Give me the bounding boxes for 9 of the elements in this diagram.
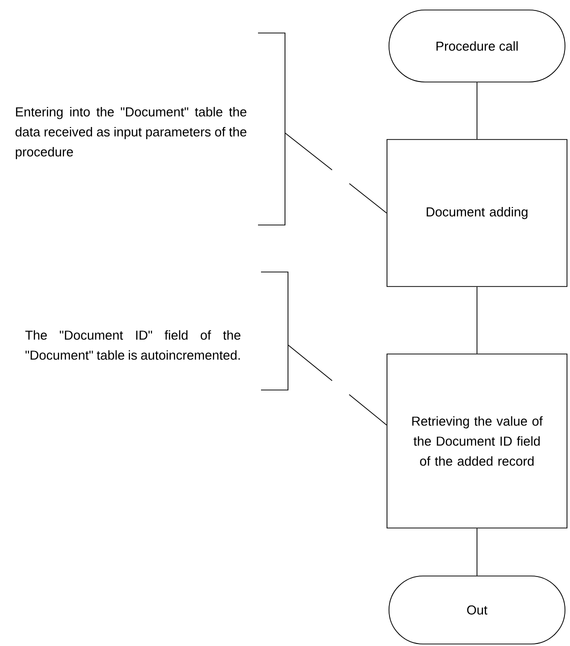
connector-line bbox=[476, 286, 478, 354]
annotation-text: The "Document ID" field of the "Document" table is autoincremented. bbox=[25, 330, 240, 360]
connector-line bbox=[476, 528, 478, 576]
process-box: Document adding bbox=[386, 139, 568, 287]
leader-line bbox=[284, 132, 387, 214]
process-box: Retrieving the value of the Document ID field of the added record bbox=[386, 354, 568, 528]
leader-line bbox=[288, 344, 387, 426]
connector-line bbox=[476, 82, 478, 140]
annotation-text: Entering into the "Document" table the data received as input parameters of the procedure bbox=[16, 106, 246, 160]
